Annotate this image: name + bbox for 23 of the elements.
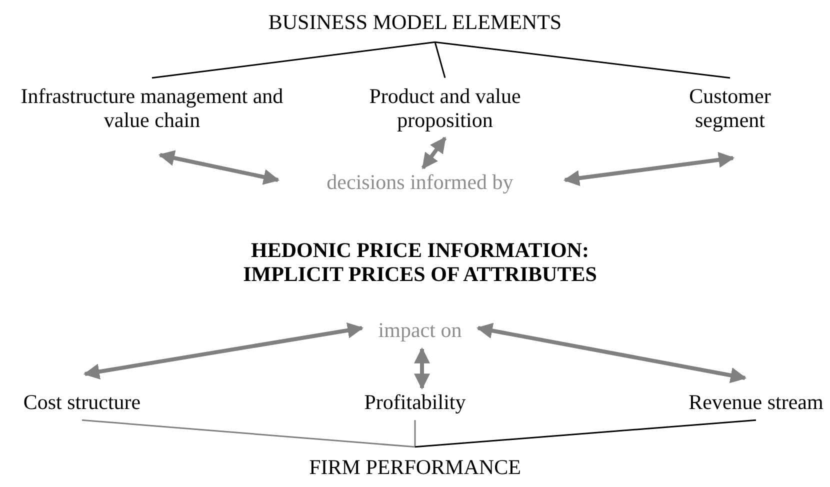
element-label: Profitability xyxy=(364,390,466,414)
double-arrow xyxy=(83,322,364,380)
connector-line xyxy=(434,41,730,79)
relation-text: decisions informed by xyxy=(326,170,514,194)
element-label: Customer segment xyxy=(688,84,772,132)
element-label: Revenue stream xyxy=(688,390,824,414)
double-arrow xyxy=(476,322,747,384)
connector-line xyxy=(152,41,436,79)
element-label: Infrastructure management and value chain xyxy=(20,84,284,132)
heading-text: FIRM PERFORMANCE xyxy=(309,454,521,480)
double-arrow xyxy=(421,136,447,170)
connector-line xyxy=(414,419,756,448)
connector-line xyxy=(414,420,416,447)
double-arrow xyxy=(158,150,280,185)
connector-line xyxy=(434,42,446,78)
central-concept-text: HEDONIC PRICE INFORMATION: IMPLICIT PRICES OF ATTRIBUTES xyxy=(242,238,598,286)
double-arrow xyxy=(563,152,735,186)
connector-line xyxy=(82,419,416,448)
relation-text: impact on xyxy=(378,318,462,342)
element-label: Product and value proposition xyxy=(368,84,522,132)
element-label: Cost structure xyxy=(23,390,141,414)
heading-text: BUSINESS MODEL ELEMENTS xyxy=(268,10,562,34)
double-arrow xyxy=(414,347,430,390)
